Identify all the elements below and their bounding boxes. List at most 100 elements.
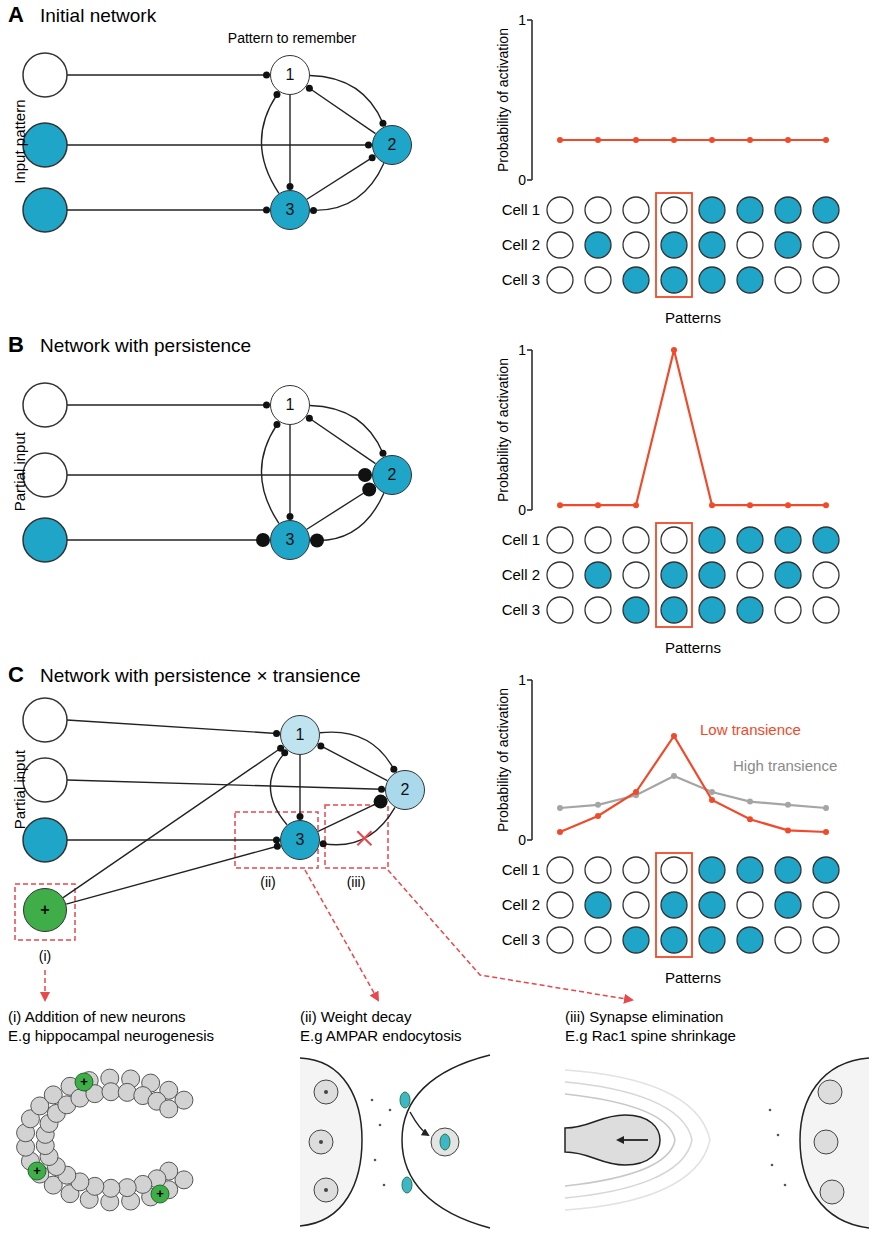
data-point	[747, 799, 753, 805]
data-line	[560, 736, 826, 832]
pattern-cell	[813, 197, 839, 223]
cell-node: 3	[270, 190, 310, 230]
cell-node: 1	[270, 55, 310, 95]
connector-line	[317, 493, 384, 540]
synapse-dot	[297, 813, 304, 820]
pattern-cell	[623, 857, 649, 883]
figure-label: 1	[518, 672, 526, 688]
activation-chart	[527, 20, 839, 297]
new-neuron	[151, 1185, 169, 1203]
pattern-cell	[813, 857, 839, 883]
synapse-dot	[273, 730, 280, 737]
figure-label: (i) Addition of new neurons	[8, 1008, 186, 1025]
figure-label: (ii)	[260, 874, 276, 890]
pattern-cell	[661, 562, 687, 588]
cell-number: +	[40, 902, 49, 918]
pattern-cell	[547, 562, 573, 588]
pattern-cell	[547, 527, 573, 553]
input-neuron	[23, 518, 67, 562]
synapse-dot	[306, 415, 313, 422]
axis-tick	[527, 509, 532, 511]
pattern-cell	[775, 197, 801, 223]
axis-tick	[527, 679, 532, 681]
pattern-cell	[585, 927, 611, 953]
synapse-connector	[317, 742, 387, 780]
input-wire	[67, 144, 369, 145]
figure-label: B	[8, 332, 24, 357]
input-neuron	[23, 123, 67, 167]
input-neuron	[23, 818, 67, 862]
input-wire	[67, 539, 263, 540]
data-point	[671, 137, 677, 143]
synapse-connector	[320, 732, 397, 773]
connector-line	[313, 163, 383, 210]
pattern-cell	[737, 527, 763, 553]
synapse-dot	[310, 533, 324, 547]
synapse-connector	[270, 749, 288, 824]
cell-number: 1	[286, 67, 295, 83]
figure-label: Network with persistence	[40, 335, 251, 357]
connector-line	[307, 490, 369, 530]
data-point	[633, 137, 639, 143]
figure-label: 0	[518, 172, 526, 188]
pattern-cell	[623, 562, 649, 588]
cell-node: 1	[270, 385, 310, 425]
data-point	[785, 502, 791, 508]
pattern-cell	[661, 892, 687, 918]
pattern-cell	[661, 267, 687, 293]
data-point	[709, 797, 715, 803]
synapse-connector	[297, 755, 304, 820]
cell-number: 3	[296, 832, 305, 848]
y-axis	[531, 680, 533, 840]
input-wire	[67, 474, 365, 475]
data-point	[785, 827, 791, 833]
connector-line	[270, 753, 287, 825]
pattern-cell	[699, 597, 725, 623]
y-axis	[531, 20, 533, 180]
synapse-connector	[310, 163, 384, 214]
data-point	[823, 137, 829, 143]
connector-line	[310, 76, 383, 124]
synapse-connector	[66, 843, 281, 904]
cell-number: 2	[388, 467, 397, 483]
pattern-cell	[813, 597, 839, 623]
data-point	[595, 802, 601, 808]
pattern-cell	[623, 197, 649, 223]
synapse-connector	[310, 493, 384, 547]
pattern-cell	[623, 267, 649, 293]
pattern-cell	[585, 857, 611, 883]
synapse-connector	[320, 807, 395, 847]
figure-label: Cell 1	[502, 201, 540, 218]
synapse-connector	[287, 95, 294, 190]
pattern-cell	[699, 197, 725, 223]
cell-number: 3	[286, 532, 295, 548]
pattern-cell	[585, 562, 611, 588]
pattern-cell	[737, 857, 763, 883]
figure-label: Patterns	[665, 639, 721, 656]
pattern-cell	[813, 267, 839, 293]
pattern-cell	[585, 527, 611, 553]
connector-line	[299, 755, 300, 817]
elimination-mark	[357, 831, 371, 845]
pattern-cell	[585, 232, 611, 258]
pattern-cell	[737, 892, 763, 918]
pattern-cell	[547, 597, 573, 623]
dentate-gyrus	[17, 1069, 193, 1211]
new-neuron	[75, 1073, 93, 1091]
input-wire	[67, 720, 277, 733]
pattern-cell	[775, 562, 801, 588]
connector-line	[318, 802, 381, 832]
pattern-cell	[547, 267, 573, 293]
input-neuron	[23, 53, 67, 97]
connector-line	[289, 95, 290, 187]
pattern-cell	[585, 892, 611, 918]
pattern-cell	[737, 267, 763, 293]
pattern-cell	[737, 232, 763, 258]
cell-node: 3	[280, 820, 320, 860]
data-point	[823, 502, 829, 508]
pattern-cell	[585, 267, 611, 293]
cell-number: 2	[388, 137, 397, 153]
figure-label: E.g Rac1 spine shrinkage	[565, 1027, 736, 1044]
cell-number: 1	[286, 397, 295, 413]
synapse-dot	[378, 786, 385, 793]
